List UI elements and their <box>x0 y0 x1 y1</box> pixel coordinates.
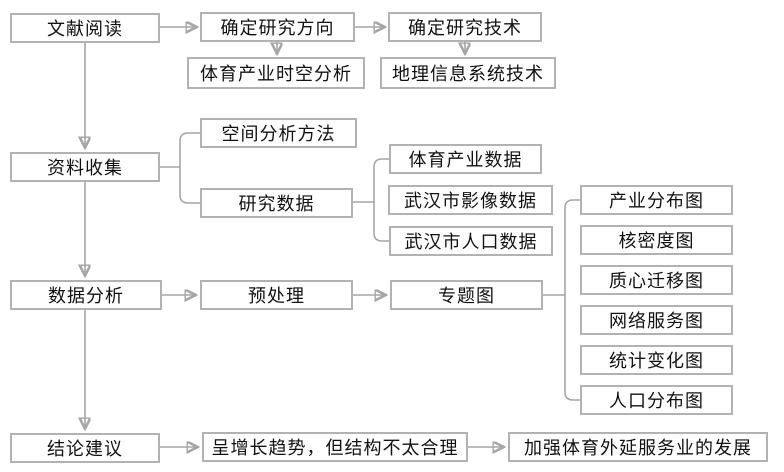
node-kernel-density-map: 核密度图 <box>580 225 733 255</box>
node-data-collection: 资料收集 <box>10 152 160 182</box>
node-thematic-map: 专题图 <box>390 280 543 310</box>
node-literature-reading: 文献阅读 <box>10 13 160 43</box>
node-statistical-change-map: 统计变化图 <box>580 345 733 375</box>
node-gis-technique: 地理信息系统技术 <box>380 57 556 89</box>
node-determine-technique: 确定研究技术 <box>388 12 542 42</box>
node-industry-distribution-map: 产业分布图 <box>580 185 733 215</box>
bracket-collection <box>179 132 200 204</box>
node-preprocessing: 预处理 <box>200 280 353 310</box>
node-growth-trend-finding: 呈增长趋势，但结构不太合理 <box>202 432 468 462</box>
node-conclusion-suggestions: 结论建议 <box>10 433 160 463</box>
node-determine-direction: 确定研究方向 <box>200 12 355 42</box>
node-centroid-migration-map: 质心迁移图 <box>580 265 733 295</box>
node-population-distribution-map: 人口分布图 <box>580 385 733 415</box>
node-wuhan-population-data: 武汉市人口数据 <box>389 226 553 256</box>
node-sports-spatiotemporal-analysis: 体育产业时空分析 <box>187 57 365 89</box>
node-network-service-map: 网络服务图 <box>580 305 733 335</box>
bracket-thematic <box>564 199 580 401</box>
node-strengthen-development: 加强体育外延服务业的发展 <box>508 432 768 462</box>
node-spatial-analysis-method: 空间分析方法 <box>200 118 357 148</box>
node-data-analysis: 数据分析 <box>10 280 162 310</box>
node-research-data: 研究数据 <box>200 188 353 218</box>
bracket-research-data <box>373 158 389 242</box>
node-sports-industry-data: 体育产业数据 <box>389 144 542 174</box>
node-wuhan-image-data: 武汉市影像数据 <box>388 185 553 215</box>
